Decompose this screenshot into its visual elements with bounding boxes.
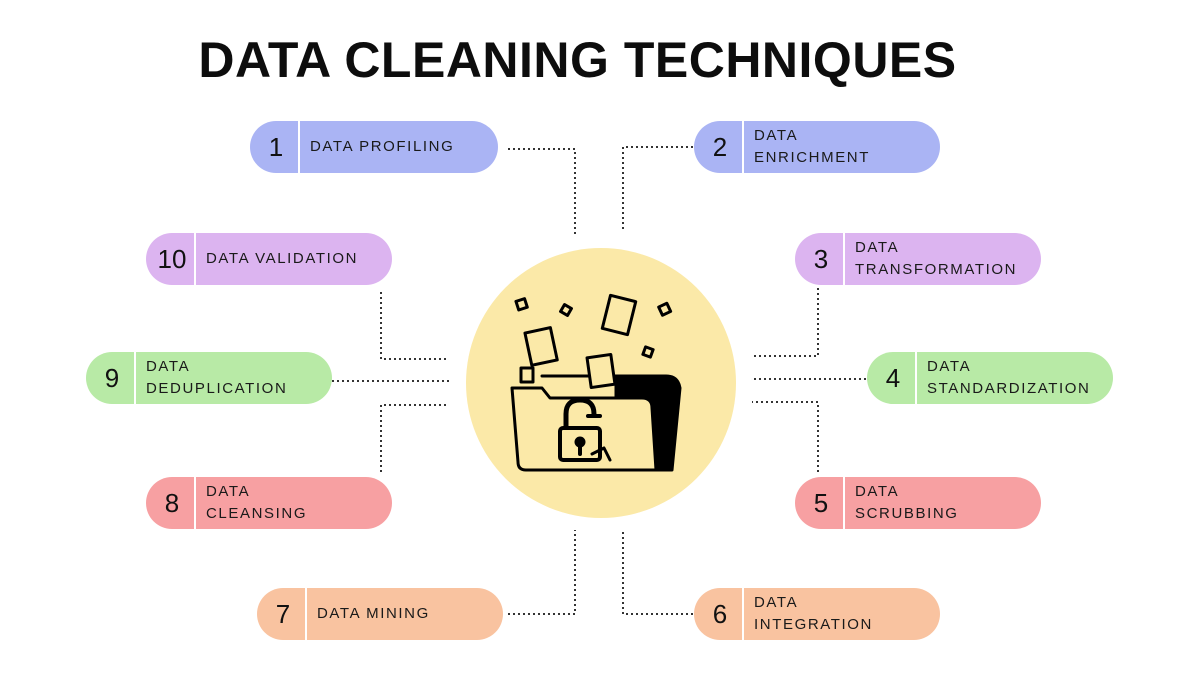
technique-label: DATA VALIDATION [206,250,359,267]
technique-label: DATA CLEANSING [206,483,308,522]
diagram-title: DATA CLEANING TECHNIQUES [198,32,957,88]
technique-label: DATA INTEGRATION [754,594,873,633]
technique-data-enrichment: 2 DATA ENRICHMENT [694,121,940,173]
technique-data-validation: 10 DATA VALIDATION [146,233,392,285]
technique-number: 4 [867,352,917,404]
central-hub [466,248,736,518]
technique-data-cleansing: 8 DATA CLEANSING [146,477,392,529]
technique-number: 5 [795,477,845,529]
technique-number: 2 [694,121,744,173]
technique-number: 1 [250,121,300,173]
technique-number: 10 [146,233,196,285]
connector-8 [380,404,449,472]
technique-number: 9 [86,352,136,404]
technique-data-integration: 6 DATA INTEGRATION [694,588,940,640]
connector-1 [508,148,576,236]
technique-label: DATA TRANSFORMATION [855,239,1018,278]
technique-data-standardization: 4 DATA STANDARDIZATION [867,352,1113,404]
technique-label: DATA PROFILING [310,138,455,155]
technique-label: DATA DEDUPLICATION [146,358,288,397]
connector-5 [752,401,819,472]
technique-label: DATA MINING [317,605,430,622]
open-folder-with-unlocked-padlock-icon [466,248,736,518]
connector-7 [508,530,576,615]
technique-number: 7 [257,588,307,640]
technique-number: 6 [694,588,744,640]
technique-label: DATA SCRUBBING [855,483,959,522]
technique-number: 8 [146,477,196,529]
connector-2 [622,146,693,232]
connector-6 [622,530,693,615]
technique-data-transformation: 3 DATA TRANSFORMATION [795,233,1041,285]
technique-label: DATA ENRICHMENT [754,127,870,166]
technique-data-mining: 7 DATA MINING [257,588,503,640]
technique-label: DATA STANDARDIZATION [927,358,1091,397]
technique-data-profiling: 1 DATA PROFILING [250,121,498,173]
connector-3 [752,288,819,357]
connector-10 [380,292,449,360]
technique-data-scrubbing: 5 DATA SCRUBBING [795,477,1041,529]
technique-data-deduplication: 9 DATA DEDUPLICATION [86,352,332,404]
technique-number: 3 [795,233,845,285]
